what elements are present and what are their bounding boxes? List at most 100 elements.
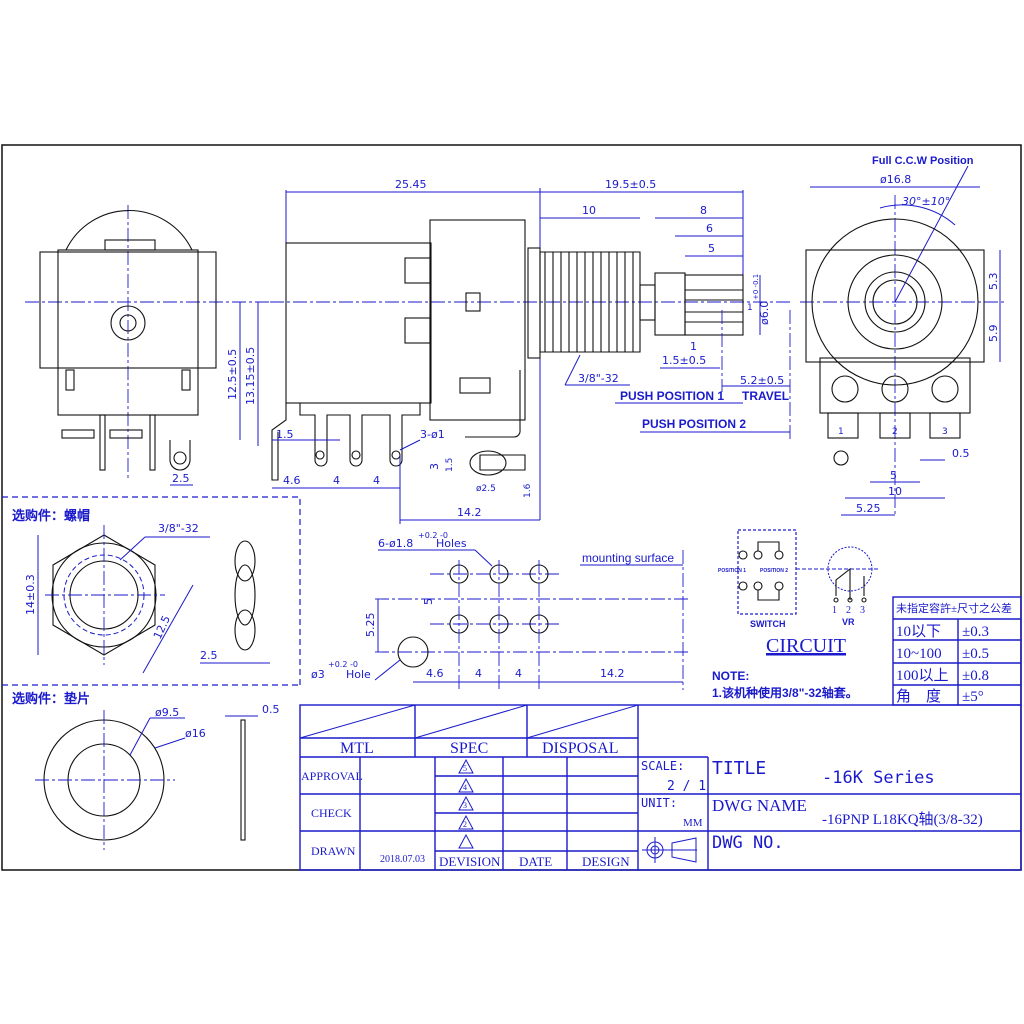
scale-label: SCALE: xyxy=(641,759,684,773)
revision-2: 2 xyxy=(463,820,467,829)
dim-4b: 4 xyxy=(373,474,380,487)
mtl-label: MTL xyxy=(340,740,374,757)
dim-3: 3 xyxy=(428,463,441,470)
revision-3: 3 xyxy=(463,801,467,810)
dim-5: 5 xyxy=(890,469,897,482)
dim-4-6: 4.6 xyxy=(426,667,444,680)
dim-1-6: 1.6 xyxy=(523,483,533,498)
pin-2: 2 xyxy=(892,427,898,437)
dim-0-5: 0.5 xyxy=(262,703,280,716)
tolerance-value: ±0.8 xyxy=(962,668,989,684)
dwg-name-label: DWG NAME xyxy=(712,796,807,815)
pin-1: 1 xyxy=(838,427,844,437)
approval-label: APPROVAL xyxy=(301,769,363,783)
dim-ø9-5: ø9.5 xyxy=(155,706,179,719)
optional-parts-box xyxy=(2,496,301,686)
push-position-2-label: PUSH POSITION 2 xyxy=(642,417,746,431)
nut-thread: 3/8"-32 xyxy=(158,522,199,535)
drawn-date: 2018.07.03 xyxy=(380,854,425,865)
holes-suffix: Holes xyxy=(436,537,467,550)
dwg-no-label: DWG NO. xyxy=(712,833,784,853)
vr-pin-3: 3 xyxy=(860,605,865,616)
dim-10: 10 xyxy=(582,204,596,217)
dim-1-slot: 1 xyxy=(747,303,753,313)
tolerance-value: ±0.3 xyxy=(962,624,989,640)
dim-4a: 4 xyxy=(333,474,340,487)
dim-1-5-tol: 1.5±0.5 xyxy=(662,354,706,367)
front-view: 25.45 19.5±0.5 10 8 6 5 ø6.0 +0 -0.1 1 1… xyxy=(270,178,791,524)
title-value: -16K Series xyxy=(822,768,935,788)
title-label: TITLE xyxy=(712,758,766,779)
dim-4a: 4 xyxy=(475,667,482,680)
dim-5: 5 xyxy=(422,598,435,605)
dim-10: 10 xyxy=(888,485,902,498)
dim-ø16-8: ø16.8 xyxy=(880,173,911,186)
washer-title: 选购件：垫片 xyxy=(12,691,90,706)
tolerance-range: 100以上 xyxy=(896,667,949,684)
vr-label: VR xyxy=(842,617,855,627)
date-label: DATE xyxy=(519,854,552,869)
position-2-label: POSITION 2 xyxy=(760,568,788,574)
scale-value: 2 / 1 xyxy=(667,779,706,794)
mount-hole-tol: +0.2 -0 xyxy=(328,660,358,669)
dim-shaft-dia: ø6.0 xyxy=(758,301,771,325)
dwg-name-value: -16PNP L18KQ轴(3/8-32) xyxy=(822,811,983,828)
check-label: CHECK xyxy=(311,806,352,820)
revision-triangles: 5 4 3 2 xyxy=(458,758,474,849)
dim-tab-2-5: 2.5 xyxy=(172,472,190,485)
dim-5-9: 5.9 xyxy=(987,325,1000,343)
washer-view: 选购件：垫片 ø9.5 ø16 0.5 xyxy=(12,691,280,850)
dim-5-3: 5.3 xyxy=(987,273,1000,291)
revision-4: 4 xyxy=(463,783,467,792)
dim-19-5: 19.5±0.5 xyxy=(605,178,656,191)
dim-travel: 5.2±0.5 xyxy=(740,374,784,387)
holes-label: 6-ø1.8 xyxy=(378,537,413,550)
tolerance-value: ±5° xyxy=(962,689,984,705)
note-text: 1.该机种使用3/8"-32轴套。 xyxy=(712,685,858,700)
note-label: NOTE: xyxy=(712,669,749,683)
pin-3: 3 xyxy=(942,427,948,437)
dim-12-5: 12.5 xyxy=(151,614,173,642)
dim-2-5: 2.5 xyxy=(200,649,218,662)
title-block: MTL SPEC DISPOSAL APPROVAL CHECK DRAWN 2… xyxy=(299,704,1022,871)
disposal-label: DISPOSAL xyxy=(542,740,618,757)
design-label: DESIGN xyxy=(582,854,630,869)
travel-label: TRAVEL xyxy=(742,389,789,403)
dim-0-5: 0.5 xyxy=(952,447,970,460)
tolerance-range: 角 度 xyxy=(896,688,941,705)
rear-view: Full C.C.W Position ø16.8 30°±10° 1 2 3 … xyxy=(800,155,1005,516)
devision-label: DEVISION xyxy=(439,854,501,869)
tolerance-range: 10以下 xyxy=(896,624,941,640)
dim-12-5: 12.5±0.5 xyxy=(226,349,239,400)
dim-shaft-tol: +0 -0.1 xyxy=(752,274,760,300)
dim-6: 6 xyxy=(706,222,713,235)
dim-5: 5 xyxy=(708,242,715,255)
circuit-diagram: POSITION 1 POSITION 2 SWITCH 1 2 3 VR CI… xyxy=(718,529,880,657)
thread-label: 3/8"-32 xyxy=(578,372,619,385)
revision-5: 5 xyxy=(463,764,467,773)
dim-14: 14±0.3 xyxy=(24,574,37,615)
dim-25-45: 25.45 xyxy=(395,178,427,191)
dim-1: 1 xyxy=(690,340,697,353)
dim-ø2-5: ø2.5 xyxy=(476,484,496,494)
dim-13-15: 13.15±0.5 xyxy=(244,347,257,405)
tolerance-table: 未指定容許±尺寸之公差 10以下 ±0.3 10~100 ±0.5 100以上 … xyxy=(892,596,1022,706)
dim-8: 8 xyxy=(700,204,707,217)
holes-tol: +0.2 -0 xyxy=(418,531,448,540)
dim-5-25: 5.25 xyxy=(856,502,881,515)
mounting-surface-label: mounting surface xyxy=(582,551,674,565)
tolerance-range: 10~100 xyxy=(896,646,942,662)
projection-symbol-icon xyxy=(642,837,697,863)
vr-pin-1: 1 xyxy=(832,605,837,616)
dim-1-5b: 1.5 xyxy=(445,458,455,472)
dim-1-5: 1.5 xyxy=(276,428,294,441)
switch-label: SWITCH xyxy=(750,619,786,629)
unit-label: UNIT: xyxy=(641,796,677,810)
dim-14-2: 14.2 xyxy=(600,667,625,680)
mount-hole-suffix: Hole xyxy=(346,668,371,681)
spec-label: SPEC xyxy=(450,740,488,757)
push-position-1-label: PUSH POSITION 1 xyxy=(620,389,724,403)
dim-4-6: 4.6 xyxy=(283,474,301,487)
